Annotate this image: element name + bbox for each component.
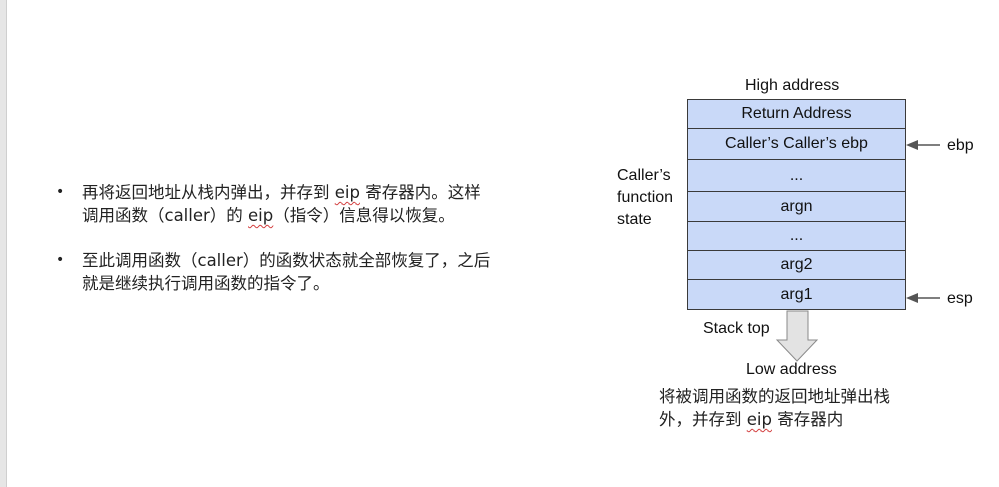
stack-cell-argn: argn [687, 192, 906, 222]
bullet-item: • 至此调用函数（caller）的函数状态就全部恢复了，之后 就是继续执行调用函… [52, 249, 552, 295]
caption-line: 外，并存到 eip 寄存器内 [659, 408, 890, 431]
bullet-list: • 再将返回地址从栈内弹出，并存到 eip 寄存器内。这样 调用函数（calle… [52, 181, 552, 295]
caption-text: 寄存器内 [771, 410, 844, 429]
bullet-text: 调用函数（caller）的 [82, 206, 249, 225]
stack-cell-ellipsis: ... [687, 222, 906, 251]
stack-diagram: Return Address Caller’s Caller’s ebp ...… [687, 99, 906, 310]
bullet-text: 寄存器内。这样 [359, 183, 481, 202]
bullet-line: 调用函数（caller）的 eip（指令）信息得以恢复。 [82, 204, 552, 227]
stack-cell-ellipsis: ... [687, 160, 906, 192]
bullet-line: 再将返回地址从栈内弹出，并存到 eip 寄存器内。这样 [82, 181, 552, 204]
bullet-dot: • [56, 252, 65, 268]
low-address-label: Low address [746, 361, 837, 378]
caption-line: 将被调用函数的返回地址弹出栈 [659, 387, 890, 406]
window-left-edge [0, 0, 7, 487]
esp-label: esp [947, 290, 973, 307]
ebp-arrow [906, 140, 940, 150]
stack-top-label: Stack top [703, 320, 770, 337]
stack-cell-return-address: Return Address [687, 99, 906, 129]
esp-arrow [906, 293, 940, 303]
diagram-caption: 将被调用函数的返回地址弹出栈 外，并存到 eip 寄存器内 [659, 385, 890, 431]
caller-state-label: state [617, 211, 652, 228]
eip-term: eip [746, 410, 772, 429]
eip-term: eip [334, 183, 360, 202]
stack-cell-arg2: arg2 [687, 251, 906, 280]
bullet-item: • 再将返回地址从栈内弹出，并存到 eip 寄存器内。这样 调用函数（calle… [52, 181, 552, 227]
eip-term: eip [248, 206, 274, 225]
stack-cell-callers-ebp: Caller’s Caller’s ebp [687, 129, 906, 160]
bullet-text: （指令）信息得以恢复。 [273, 206, 455, 225]
caller-state-label: Caller’s [617, 167, 671, 184]
ebp-label: ebp [947, 137, 974, 154]
caption-text: 外，并存到 [659, 410, 747, 429]
stack-growth-arrow [775, 310, 819, 362]
high-address-label: High address [745, 77, 840, 94]
bullet-line: 就是继续执行调用函数的指令了。 [82, 274, 330, 293]
bullet-dot: • [56, 184, 65, 200]
caller-state-label: function [617, 189, 674, 206]
bullet-line: 至此调用函数（caller）的函数状态就全部恢复了，之后 [82, 251, 491, 270]
bullet-text: 再将返回地址从栈内弹出，并存到 [82, 183, 335, 202]
stack-cell-arg1: arg1 [687, 280, 906, 310]
